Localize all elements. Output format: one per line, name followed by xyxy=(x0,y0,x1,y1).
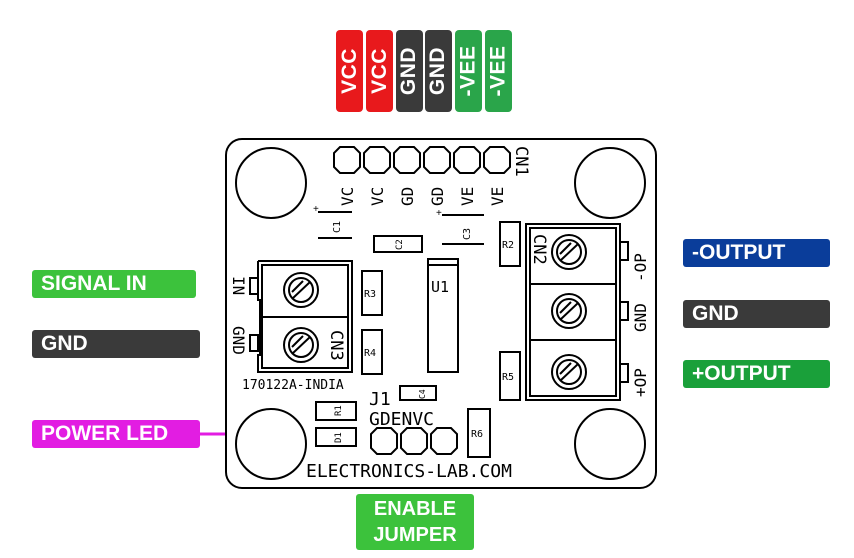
c2-label: C2 xyxy=(395,239,405,250)
r3-resistor: R3 xyxy=(361,270,383,316)
u1-label: U1 xyxy=(431,278,449,296)
cn1-pin-4: GD xyxy=(428,187,447,206)
gnd-label-1: GND xyxy=(396,30,423,112)
cn2-pos-op-label: +OP xyxy=(631,368,650,397)
cn2-gnd-label: GND xyxy=(631,303,650,332)
r6-label: R6 xyxy=(471,429,483,440)
cn3-label: CN3 xyxy=(326,330,346,361)
r2-label: R2 xyxy=(502,240,514,251)
cn2-neg-op-label: -OP xyxy=(631,253,650,282)
j1-label: J1 xyxy=(369,389,391,410)
enable-label-line1: ENABLE xyxy=(373,498,457,520)
cn3-gnd-label: GND xyxy=(229,326,248,355)
website-text: ELECTRONICS-LAB.COM xyxy=(306,461,512,482)
mounting-hole-br xyxy=(574,408,646,480)
vee-label-2: -VEE xyxy=(485,30,512,112)
enable-jumper-label: ENABLE JUMPER xyxy=(356,494,474,550)
cn1-label: CN1 xyxy=(511,146,531,177)
cn1-header xyxy=(333,146,511,174)
vcc-label-2: VCC xyxy=(366,30,393,112)
gnd-output-label: GND xyxy=(683,300,830,328)
mounting-hole-tl xyxy=(235,147,307,219)
cn1-pin-3: GD xyxy=(398,187,417,206)
svg-text:+: + xyxy=(313,204,319,215)
r4-label: R4 xyxy=(364,348,376,359)
cn2-terminal xyxy=(525,223,629,401)
gnd-label-2: GND xyxy=(425,30,452,112)
mounting-hole-bl xyxy=(235,408,307,480)
d1-led: D1 xyxy=(315,427,357,447)
enable-label-line2: JUMPER xyxy=(373,524,457,546)
c4-capacitor: C4 xyxy=(399,385,437,401)
c1-capacitor: + C1 xyxy=(313,204,352,239)
c1-label: C1 xyxy=(332,221,343,233)
cn1-pin-5: VE xyxy=(458,187,477,206)
svg-text:+: + xyxy=(436,208,442,219)
c3-capacitor: + C3 xyxy=(436,208,484,245)
neg-output-label: -OUTPUT xyxy=(683,239,830,267)
c2-capacitor: C2 xyxy=(373,235,423,253)
r6-resistor: R6 xyxy=(467,408,491,458)
gnd-input-label: GND xyxy=(32,330,200,358)
c4-label: C4 xyxy=(418,389,427,399)
cn3-in-label: IN xyxy=(229,276,248,295)
board-id: 170122A-INDIA xyxy=(242,378,344,393)
r1-label: R1 xyxy=(334,405,344,416)
r5-resistor: R5 xyxy=(499,351,521,401)
cn1-pin-labels: VC VC GD GD VE VE xyxy=(338,187,507,206)
vee-label-1: -VEE xyxy=(455,30,482,112)
r4-resistor: R4 xyxy=(361,329,383,375)
d1-label: D1 xyxy=(334,432,344,443)
r3-label: R3 xyxy=(364,289,376,300)
cn2-label: CN2 xyxy=(529,234,549,265)
mounting-hole-tr xyxy=(574,147,646,219)
pos-output-label: +OUTPUT xyxy=(683,360,830,388)
signal-in-label: SIGNAL IN xyxy=(32,270,196,298)
cn3-terminal xyxy=(249,260,353,373)
j1-pin-labels: GDENVC xyxy=(369,409,434,430)
r5-label: R5 xyxy=(502,372,514,383)
cn1-pin-2: VC xyxy=(368,187,387,206)
u1-chip: U1 xyxy=(427,258,459,373)
power-led-label: POWER LED xyxy=(32,420,200,448)
c3-label: C3 xyxy=(462,228,473,240)
cn1-pin-6: VE xyxy=(488,187,507,206)
cn1-pin-1: VC xyxy=(338,187,357,206)
r2-resistor: R2 xyxy=(499,221,521,267)
vcc-label-1: VCC xyxy=(336,30,363,112)
r1-resistor: R1 xyxy=(315,401,357,421)
j1-header xyxy=(370,427,458,455)
